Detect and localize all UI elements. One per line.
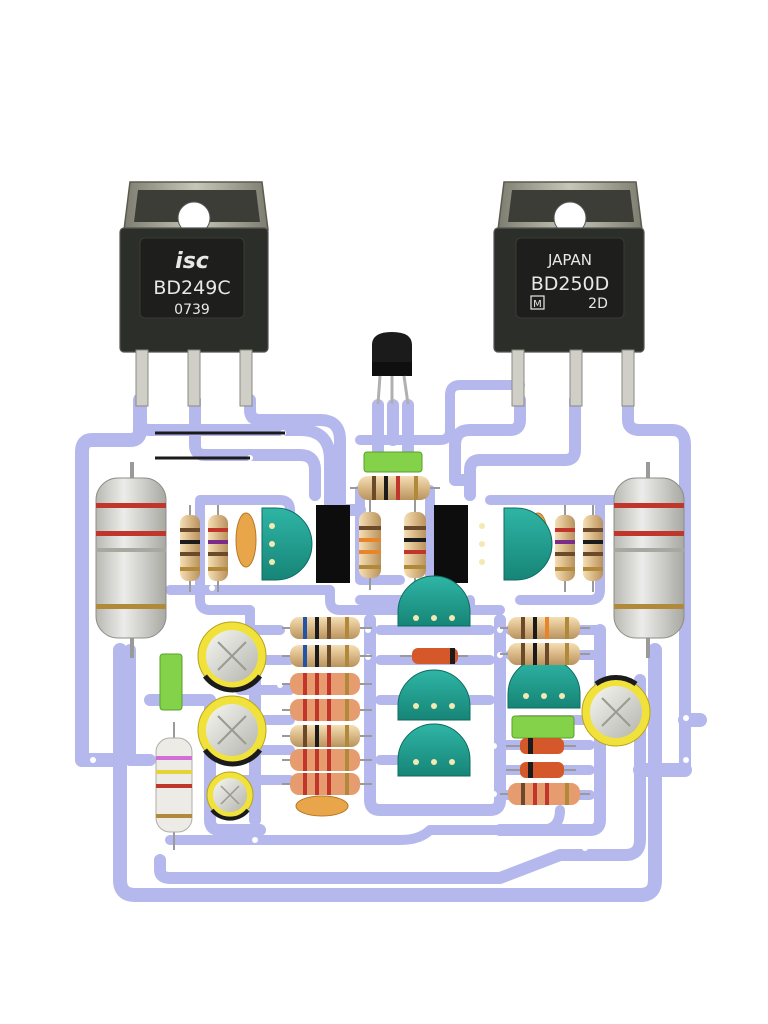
trace-bottom-2 [154,674,646,884]
resistor-v5 [555,505,575,592]
teal-transistor-right-mid [507,657,581,709]
resistor-h7 [282,773,372,795]
left-transistor-part: BD249C [153,277,230,299]
power-transistor-right: JAPAN BD250D M 2D [493,181,645,407]
green-cap-left [159,653,183,711]
trace-tr-2 [464,394,581,501]
trace-tr-3 [622,394,691,776]
resistor-h10 [500,783,590,805]
green-cap-top [363,451,423,473]
driver-transistors [261,507,581,777]
trace-tl-box [195,495,295,645]
power-resistor-left [95,462,167,658]
trace-bottom-3 [165,805,565,845]
trace-l-row [165,585,405,615]
trace-left-outer [75,393,147,767]
diode-center [400,648,468,664]
teal-transistor-center-1 [397,575,471,627]
resistor-v3 [359,500,381,590]
resistor-h2 [282,645,372,667]
green-cap-right [511,715,575,739]
ceramic-cap-left [235,512,257,568]
resistor-h6 [282,749,372,771]
right-transistor-brand: JAPAN [547,251,592,269]
teal-transistor-center-3 [397,723,471,777]
left-transistor-brand: isc [175,249,209,274]
right-transistor-logo: M [533,299,542,310]
trace-tl-1 [134,394,336,546]
teal-transistor-right-top [479,507,553,581]
resistor-h5 [282,725,372,747]
electrolytic-cap-1 [197,621,267,693]
resistor-h4 [282,699,372,721]
small-transistor-top [372,332,412,405]
trace-left-bus [75,643,662,902]
trace-tr-1 [449,394,526,486]
horizontal-resistors-left [282,617,372,795]
resistor-v2 [208,505,228,592]
resistor-v1 [180,505,200,592]
trace-left-inner [124,644,266,836]
resistor-v4 [404,500,426,590]
electrolytic-cap-4 [581,675,651,747]
right-transistor-part: BD250D [531,273,610,295]
resistor-top-center [350,476,440,500]
resistor-h9 [500,643,590,665]
teal-transistor-left-top [261,507,313,581]
teal-transistor-center-2 [397,669,471,721]
green-capacitors [159,451,575,739]
trace-tl-3 [244,394,366,516]
right-transistor-code: 2D [588,296,608,312]
diode-right-2 [506,762,576,778]
trace-center-box [355,380,525,445]
power-transistor-left: isc BD249C 0739 [119,181,269,407]
electrolytic-cap-3 [206,771,254,821]
electrolytic-cap-2 [197,695,267,767]
diode-right-1 [506,738,576,754]
resistor-v7 [155,722,193,850]
resistor-v6 [583,505,603,592]
ceramic-cap-bottom [295,795,349,817]
jumper-wires [155,431,285,460]
resistor-h3 [282,673,372,695]
heatsink-blocks [316,505,468,583]
resistor-h1 [282,617,372,639]
power-resistor-right [613,462,685,658]
trace-tl-2 [189,394,321,501]
horizontal-resistors-right [500,617,590,805]
electrolytic-capacitors [197,621,651,821]
resistor-h8 [500,617,590,639]
vertical-resistors [155,500,603,850]
trace-center-vbus [364,614,506,816]
diodes [400,648,576,778]
left-transistor-code: 0739 [174,302,210,318]
trace-r-vbus [494,624,606,836]
